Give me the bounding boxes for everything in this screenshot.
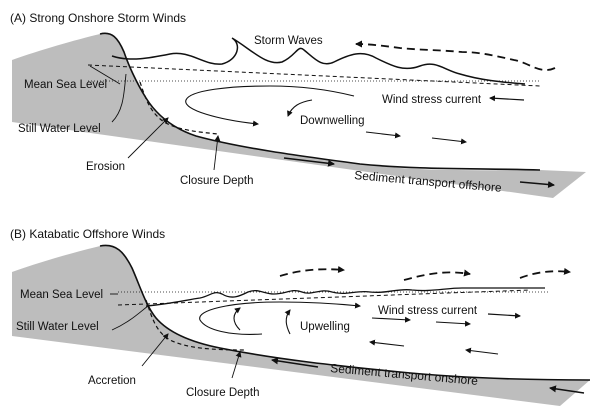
panel-b: (B) Katabatic Offshore Winds Mean xyxy=(10,227,591,406)
panel-b-mean-sea-level-label: Mean Sea Level xyxy=(20,289,103,301)
panel-a-title: (A) Strong Onshore Storm Winds xyxy=(10,11,186,25)
panel-a-circulation-arrow xyxy=(185,85,355,127)
panel-a-wind-arrow xyxy=(355,40,556,71)
panel-b-profile xyxy=(99,244,591,381)
panel-a-land xyxy=(12,33,586,199)
panel-a-msl-pointer xyxy=(89,65,121,85)
panel-b-closure-pointer xyxy=(231,351,242,379)
panel-b-upwelling-label: Upwelling xyxy=(300,321,350,333)
panel-b-closure-depth-label: Closure Depth xyxy=(186,387,260,399)
panel-a-still-water-line xyxy=(87,64,541,87)
panel-a-closure-depth-label: Closure Depth xyxy=(180,175,254,187)
panel-a-offshore-arrow-1 xyxy=(365,131,401,139)
panel-a-mean-sea-level-label: Mean Sea Level xyxy=(24,79,107,91)
panel-a-erosion-label: Erosion xyxy=(86,161,125,173)
panel-b-still-water-line xyxy=(117,289,531,306)
panel-b-original-profile xyxy=(145,299,247,351)
panel-b-land xyxy=(12,245,590,406)
panel-a-downwelling-label: Downwelling xyxy=(300,115,365,127)
panel-a-wind-stress-current-label: Wind stress current xyxy=(382,94,482,106)
panel-b-swl-pointer xyxy=(111,305,149,331)
panel-a-offshore-arrow-4 xyxy=(519,180,555,188)
panel-a-storm-waves-label: Storm Waves xyxy=(254,35,323,47)
panel-b-onshore-arrow-3 xyxy=(271,357,319,368)
panel-b-accretion-label: Accretion xyxy=(88,375,136,387)
panel-b-upwelling-arrow xyxy=(284,309,291,335)
panel-b-current-arrow-2 xyxy=(371,316,411,323)
panel-b-upwelling-arrow-2 xyxy=(233,307,241,331)
panel-b-wind-arrow-2 xyxy=(403,269,471,281)
panel-a-offshore-arrow-2 xyxy=(431,137,467,145)
panel-a-wind-current-arrow xyxy=(489,95,525,102)
panel-a-still-water-level-label: Still Water Level xyxy=(18,123,101,135)
panel-a-wave-surface xyxy=(111,37,526,85)
panel-b-still-water-level-label: Still Water Level xyxy=(16,321,99,333)
panel-b-onshore-arrow-2 xyxy=(465,347,499,355)
panel-b-onshore-arrow-1 xyxy=(369,339,405,347)
panel-a-erosion-pointer xyxy=(127,117,169,159)
panel-b-onshore-arrow-4 xyxy=(549,385,585,394)
panel-b-wind-current-arrow xyxy=(487,312,521,319)
panel-b-wind-arrow-1 xyxy=(279,266,345,277)
panel-b-wave-surface xyxy=(145,287,545,307)
panel-b-title: (B) Katabatic Offshore Winds xyxy=(10,227,165,241)
panel-a: (A) Strong Onshore Storm Winds Storm Wav… xyxy=(10,11,586,199)
panel-a-downwelling-arrow xyxy=(287,99,313,117)
panel-a-offshore-arrow-3 xyxy=(283,157,335,167)
panel-b-current-arrow-3 xyxy=(435,320,471,327)
panel-a-original-profile xyxy=(139,81,219,135)
panel-a-profile xyxy=(99,32,541,171)
panel-b-wind-arrow-3 xyxy=(519,267,571,279)
panel-b-wind-stress-current-label: Wind stress current xyxy=(378,305,478,317)
panel-b-circulation-arrow xyxy=(199,301,361,335)
panel-a-closure-pointer xyxy=(213,135,221,171)
panel-b-accretion-pointer xyxy=(141,333,169,367)
panel-a-swl-pointer xyxy=(111,73,127,123)
